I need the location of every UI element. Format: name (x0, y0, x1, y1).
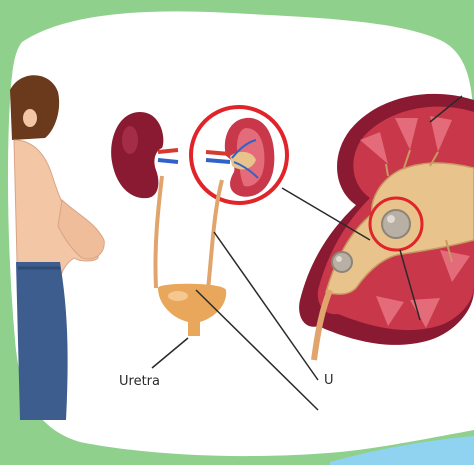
human-ear (23, 109, 37, 127)
sectioned-kidney-vein (206, 160, 230, 162)
whole-kidney-highlight (122, 126, 138, 154)
whole-kidney-artery (158, 150, 178, 152)
whole-kidney-vein (158, 160, 178, 162)
label-ureter-partial: U (324, 373, 334, 388)
human-jeans (16, 262, 68, 420)
label-uretra: Uretra (119, 374, 160, 389)
sectioned-kidney-artery (206, 152, 230, 154)
kidney-stone-large (382, 210, 410, 238)
kidney-stone-small (332, 252, 352, 272)
kidney-stone-small-shine (336, 256, 342, 262)
bladder-highlight (168, 291, 188, 301)
kidney-stone-large-shine (387, 215, 395, 223)
